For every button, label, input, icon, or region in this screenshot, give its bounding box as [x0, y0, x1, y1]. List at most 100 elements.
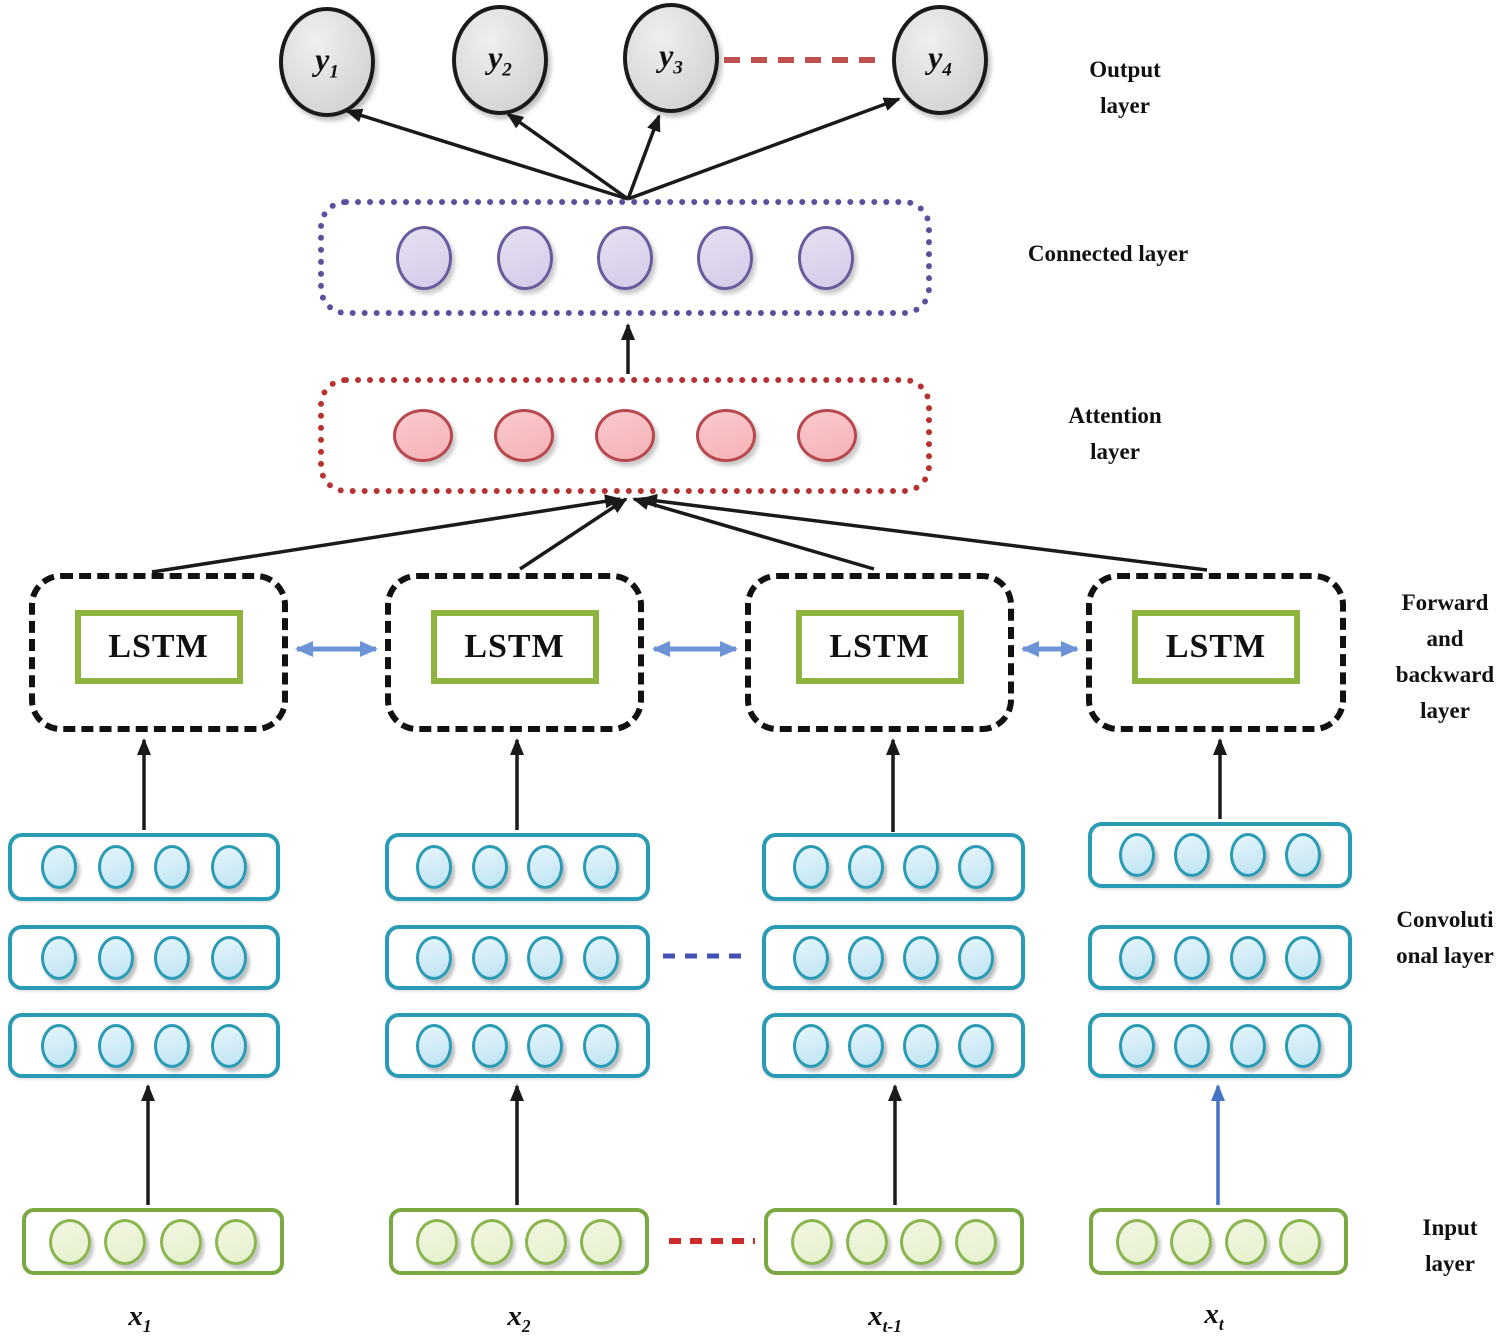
- x1-base: x: [128, 1300, 143, 1332]
- lstm-to-attention-arrow-4: [640, 493, 1208, 572]
- attention-layer-label: Attention layer: [1068, 403, 1162, 464]
- input-node: [525, 1218, 568, 1265]
- conv-box-row3-col1: [8, 1013, 280, 1078]
- connected-layer-label: Connected layer: [1027, 241, 1189, 266]
- conv-node: [1229, 935, 1266, 980]
- output-node-y3-label: y3: [659, 37, 683, 79]
- conv-node: [1119, 833, 1156, 877]
- conv-box-row2-col1: [8, 925, 280, 990]
- conv-node: [1284, 935, 1321, 980]
- input-box-4: [1089, 1208, 1348, 1275]
- conv-node: [1174, 1023, 1211, 1068]
- conv-box-row3-col2: [385, 1013, 650, 1078]
- lstm-to-attention-arrow-3: [632, 496, 875, 571]
- conv-node: [582, 845, 619, 889]
- conv-node: [211, 935, 248, 980]
- conv-node: [527, 935, 564, 980]
- conv-box-row2-col2: [385, 925, 650, 990]
- conv-node: [903, 935, 939, 980]
- attention-node: [393, 409, 453, 462]
- lstm-unit-3-label: LSTM: [829, 627, 930, 665]
- lstm-unit-2-label: LSTM: [464, 627, 565, 665]
- conv-node: [527, 845, 564, 889]
- conv-node: [211, 1023, 248, 1068]
- input-node: [1224, 1218, 1267, 1265]
- input-box-2: [389, 1208, 649, 1275]
- conv-node: [1284, 1023, 1321, 1068]
- output-node-y4-label: y4: [928, 39, 952, 81]
- input-label-x2: x2: [449, 1300, 589, 1337]
- xt-1-base: x: [868, 1300, 883, 1332]
- conv-node: [154, 845, 191, 889]
- conv-node: [416, 1023, 453, 1068]
- conv-node: [154, 935, 191, 980]
- conv-node: [97, 935, 134, 980]
- output-node-y3: y3: [623, 3, 719, 113]
- input-node: [214, 1218, 257, 1265]
- conv-node: [1119, 1023, 1156, 1068]
- lstm-to-attention-arrow-1: [151, 494, 622, 574]
- y2-sub: 2: [502, 59, 512, 81]
- input-node: [790, 1218, 833, 1265]
- output-node-y4: y4: [892, 5, 988, 115]
- conv-box-row3-col4: [1088, 1013, 1352, 1078]
- convolutional-layer-label: Convoluti onal layer: [1396, 907, 1494, 968]
- attention-node: [595, 409, 655, 462]
- lstm-unit-3: LSTM: [745, 573, 1014, 732]
- conv-node: [582, 1023, 619, 1068]
- lstm-to-attention-arrow-2: [519, 497, 628, 571]
- conv-node: [958, 935, 994, 980]
- input-label-xt-1: xt-1: [815, 1300, 955, 1337]
- attention-node: [797, 409, 857, 462]
- y1-sub: 1: [329, 61, 339, 83]
- attention-layer-box: [318, 377, 932, 494]
- output-node-y1: y1: [279, 7, 375, 117]
- conv-node: [40, 1023, 77, 1068]
- input-layer-label: Input layer: [1422, 1215, 1478, 1276]
- lstm-unit-1-inner-box: LSTM: [74, 609, 243, 684]
- conv-box-row3-col3: [762, 1013, 1025, 1078]
- output-layer-label: Output layer: [1089, 57, 1161, 118]
- input-node: [580, 1218, 623, 1265]
- input-node: [955, 1218, 998, 1265]
- lstm-unit-1: LSTM: [29, 573, 288, 732]
- xt-sub: t: [1218, 1313, 1224, 1334]
- y2-base: y: [488, 38, 503, 75]
- conv-node: [471, 1023, 508, 1068]
- conv-node: [471, 845, 508, 889]
- input-node: [415, 1218, 458, 1265]
- connected-to-output-arrow-3: [626, 114, 661, 200]
- conv-box-row2-col4: [1088, 925, 1352, 990]
- input-node: [1279, 1218, 1322, 1265]
- input-node: [49, 1218, 92, 1265]
- output-node-y2-label: y2: [488, 39, 512, 81]
- lstm-unit-3-inner-box: LSTM: [795, 609, 964, 684]
- conv-node: [848, 935, 884, 980]
- input-node: [470, 1218, 513, 1265]
- y1-base: y: [315, 40, 330, 77]
- y4-sub: 4: [942, 59, 952, 81]
- connected-node: [396, 225, 453, 290]
- lstm-unit-4: LSTM: [1086, 573, 1346, 732]
- attention-node: [696, 409, 756, 462]
- connected-to-output-arrow-2: [506, 112, 630, 201]
- conv-node: [527, 1023, 564, 1068]
- conv-node: [416, 935, 453, 980]
- conv-node: [471, 935, 508, 980]
- attention-node: [494, 409, 554, 462]
- input-label-x1: x1: [70, 1300, 210, 1337]
- input-box-1: [22, 1208, 284, 1275]
- conv-node: [97, 845, 134, 889]
- input-node: [159, 1218, 202, 1265]
- forward-backward-layer-label: Forward and backward layer: [1395, 590, 1495, 723]
- conv-node: [958, 1023, 994, 1068]
- conv-box-row1-col2: [385, 833, 650, 901]
- conv-node: [848, 845, 884, 889]
- conv-box-row1-col1: [8, 833, 280, 901]
- connected-node: [797, 225, 854, 290]
- lstm-unit-1-label: LSTM: [108, 627, 209, 665]
- conv-node: [154, 1023, 191, 1068]
- conv-node: [1229, 833, 1266, 877]
- y3-base: y: [659, 36, 674, 73]
- conv-node: [1229, 1023, 1266, 1068]
